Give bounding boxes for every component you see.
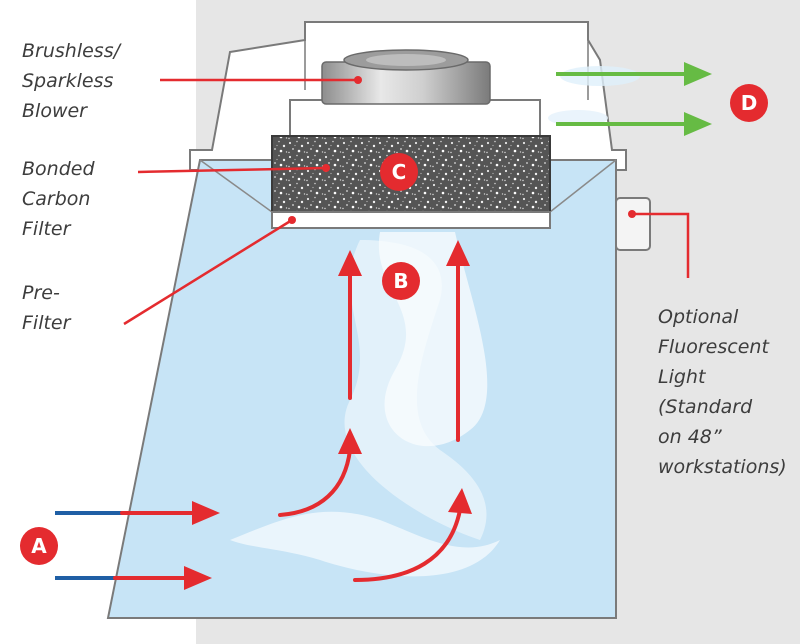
label-light: Optional Fluorescent Light (Standard on …	[658, 306, 787, 478]
label-carbon-filter: Bonded Carbon Filter	[22, 158, 95, 240]
callout-lines	[123, 78, 690, 326]
label-blower: Brushless/ Sparkless Blower	[22, 40, 120, 122]
badge-c: C	[380, 153, 418, 191]
label-pre-filter: Pre- Filter	[22, 282, 71, 334]
exhaust-arrow-icon	[556, 72, 690, 126]
airflow-arrow-icon	[113, 260, 462, 582]
badge-b: B	[382, 262, 420, 300]
blower-motor-base	[289, 99, 541, 141]
badge-d: D	[730, 84, 768, 122]
pre-filter	[271, 211, 551, 229]
badge-a: A	[20, 527, 58, 565]
fluorescent-light	[615, 197, 651, 251]
